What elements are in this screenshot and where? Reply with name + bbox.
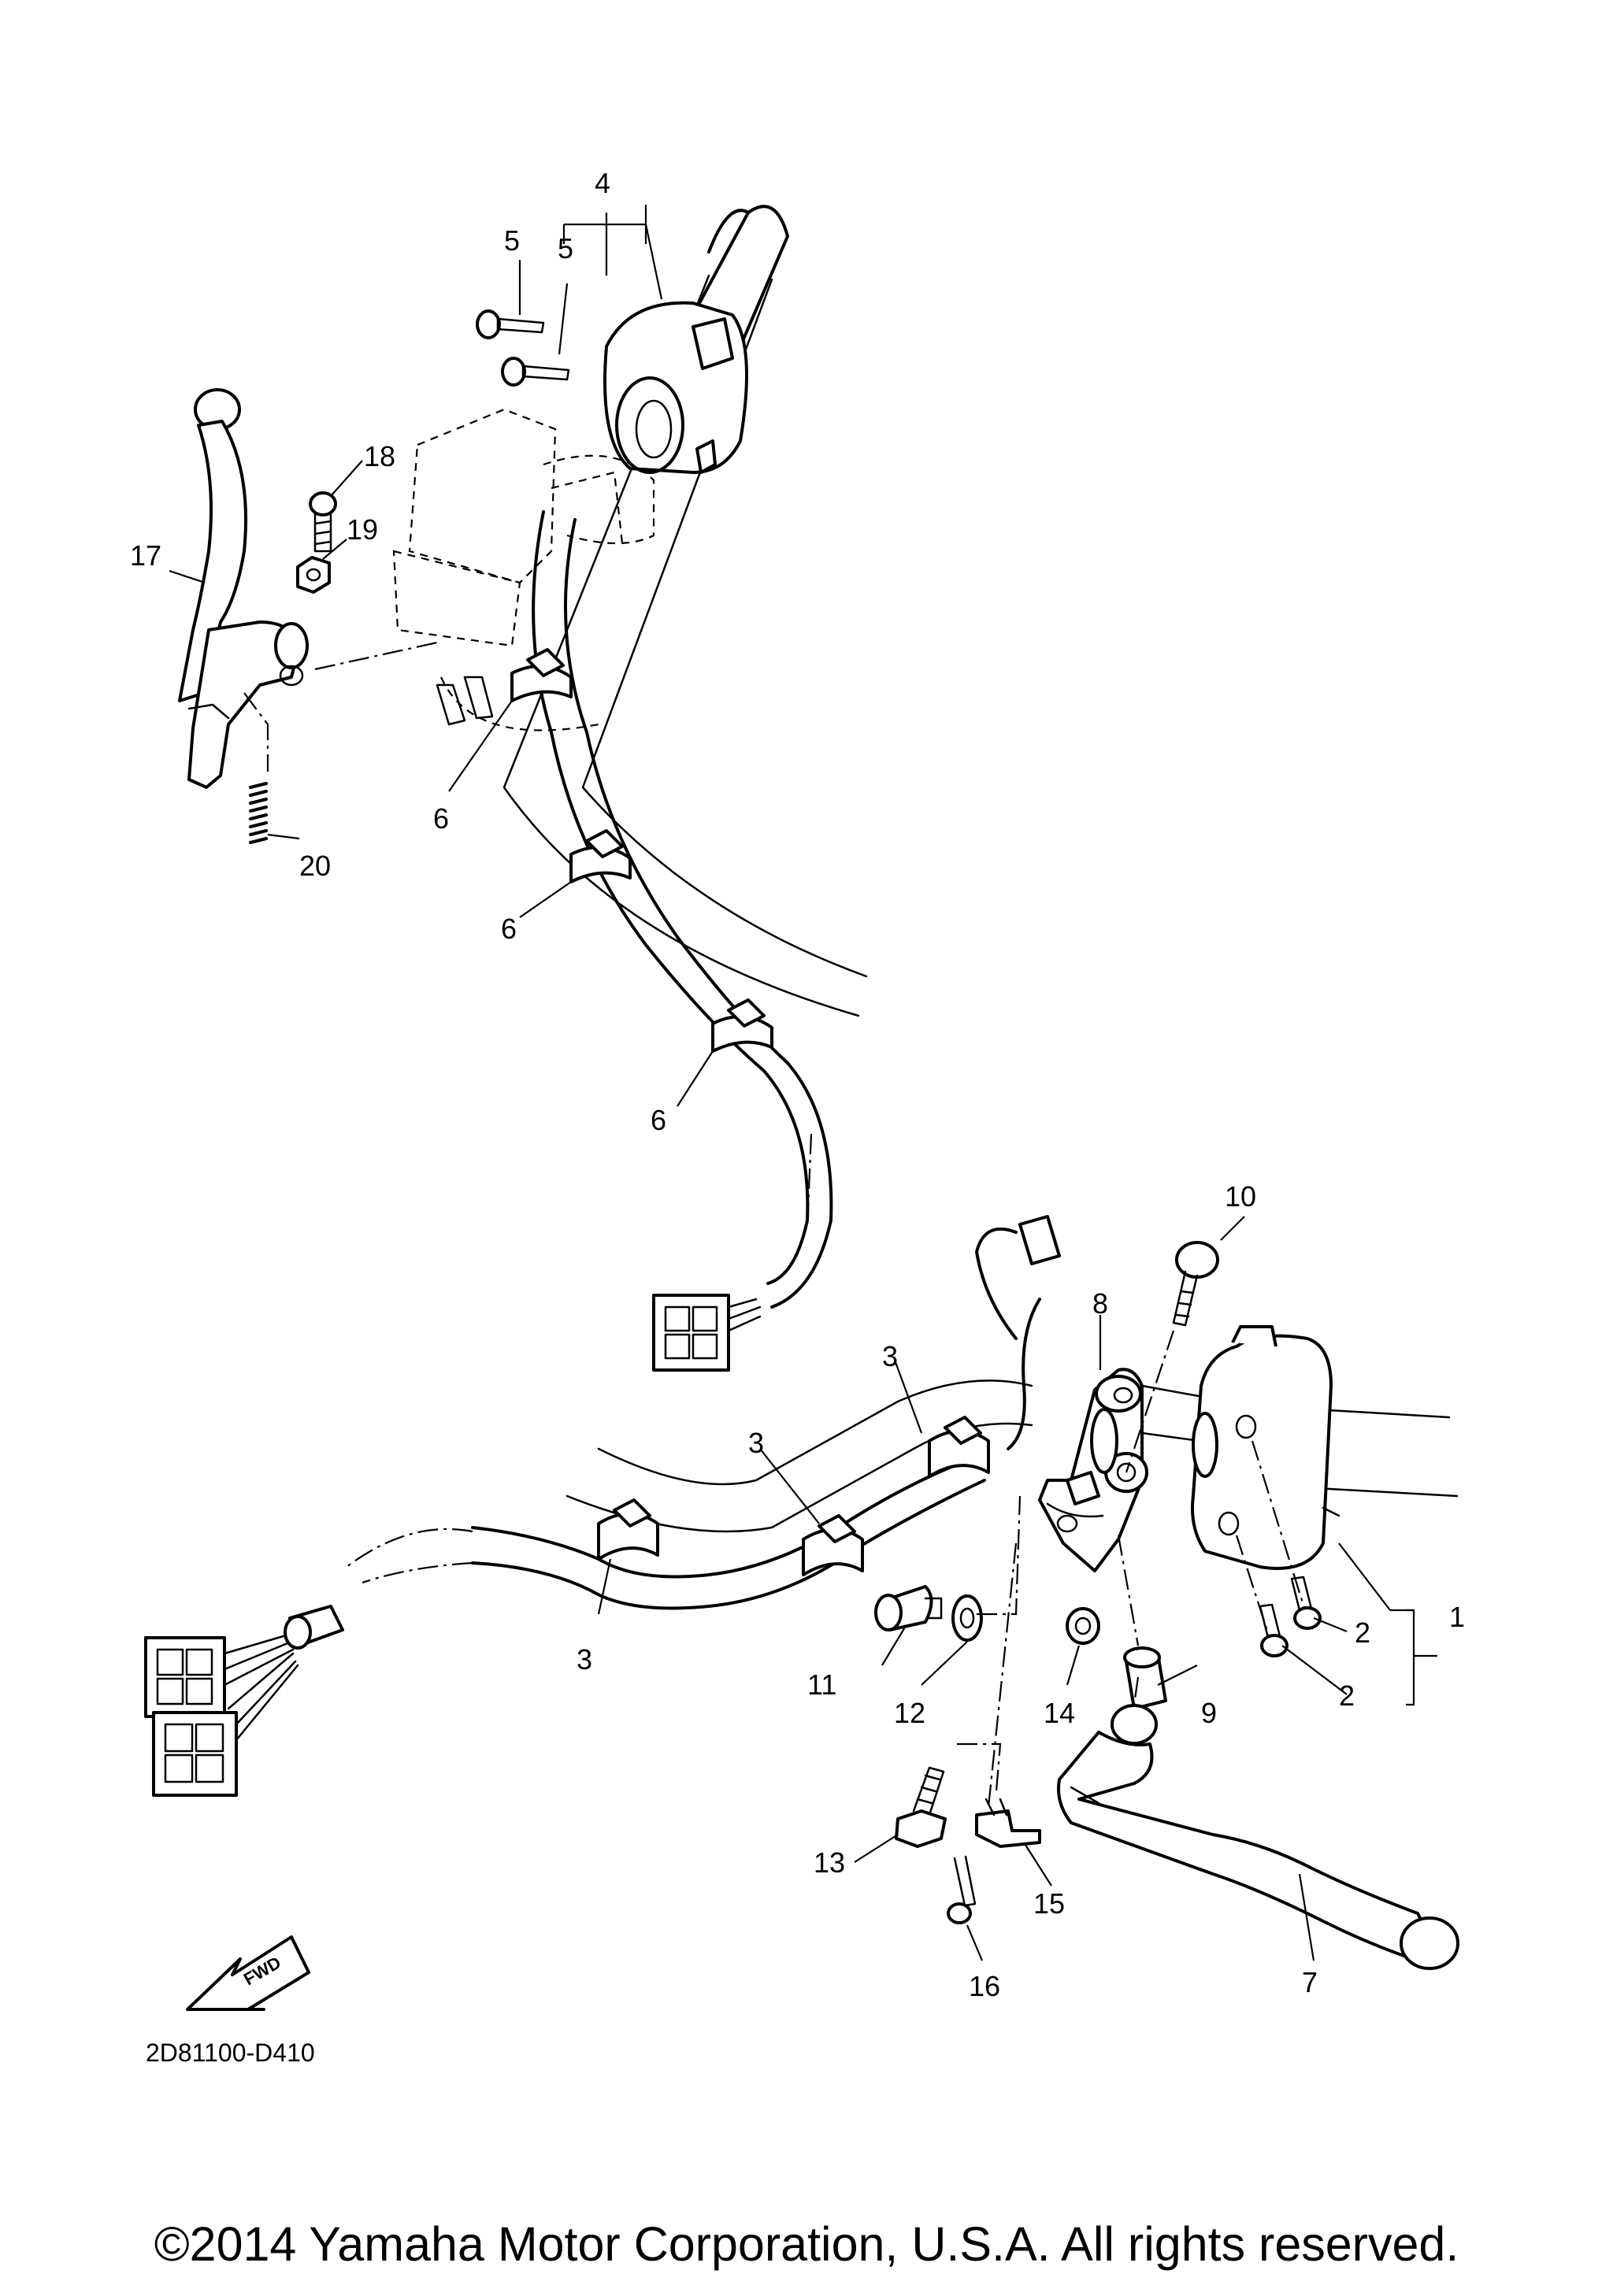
callout-8: 8 (1092, 1287, 1108, 1320)
callout-4: 4 (595, 167, 610, 199)
callout-12: 12 (894, 1697, 925, 1729)
fwd-arrow: FWD (186, 1935, 310, 2011)
switch-housing-1 (1191, 1325, 1340, 1646)
callout-6-top: 6 (433, 802, 449, 835)
lever-17 (178, 388, 442, 789)
clamp-3-group (597, 1416, 990, 1576)
callout-7: 7 (1302, 1966, 1318, 1998)
clamp-6-group (510, 648, 773, 1053)
switch-housing-4 (603, 301, 748, 474)
callout-2-upper: 2 (1355, 1616, 1370, 1649)
callout-20: 20 (299, 850, 331, 882)
callout-6-bottom: 6 (651, 1104, 666, 1136)
cable-upper (532, 510, 833, 1309)
callout-16: 16 (969, 1970, 1000, 2002)
lever-7 (1057, 1676, 1459, 1970)
callout-3-right: 3 (882, 1340, 898, 1372)
screws-5 (476, 309, 570, 387)
callout-3-middle: 3 (748, 1427, 764, 1459)
callout-numbers: 4 5 5 18 19 17 20 6 6 6 10 8 3 3 3 1 2 2… (130, 167, 1465, 2067)
bolt-18-nut-19 (296, 491, 337, 594)
connector-upper (652, 1294, 762, 1372)
callout-6-mid: 6 (501, 913, 517, 945)
bolt-13 (895, 1742, 1002, 1848)
callout-17: 17 (130, 539, 161, 572)
callout-10: 10 (1225, 1180, 1256, 1213)
parts-9-11-12-14 (874, 1471, 1167, 1710)
handlebar-upper (502, 205, 868, 1017)
diagram-code: 2D81100-D410 (146, 2039, 315, 2067)
callout-1: 1 (1449, 1601, 1465, 1633)
callout-11: 11 (807, 1668, 836, 1701)
callout-5-inner: 5 (558, 232, 573, 265)
callout-3-left: 3 (577, 1643, 592, 1676)
cable-lower (346, 1215, 1061, 1610)
bolt-10 (1125, 1241, 1219, 1473)
copyright-notice: ©2014 Yamaha Motor Corporation, U.S.A. A… (154, 2217, 1459, 2271)
spring-20 (243, 692, 269, 844)
callout-2-lower: 2 (1339, 1679, 1355, 1712)
switch-15-screw-16 (947, 1542, 1041, 1924)
lever-holder-8 (1038, 1368, 1148, 1572)
callout-18: 18 (364, 440, 395, 472)
callout-19: 19 (347, 513, 378, 546)
callout-15: 15 (1033, 1887, 1065, 1920)
callout-5-outer: 5 (504, 224, 520, 257)
callout-9: 9 (1201, 1697, 1217, 1729)
callout-13: 13 (814, 1846, 845, 1879)
connectors-lower (144, 1605, 344, 1797)
callout-leaders (169, 205, 1437, 1961)
screws-2 (1259, 1576, 1322, 1657)
callout-14: 14 (1044, 1697, 1075, 1729)
